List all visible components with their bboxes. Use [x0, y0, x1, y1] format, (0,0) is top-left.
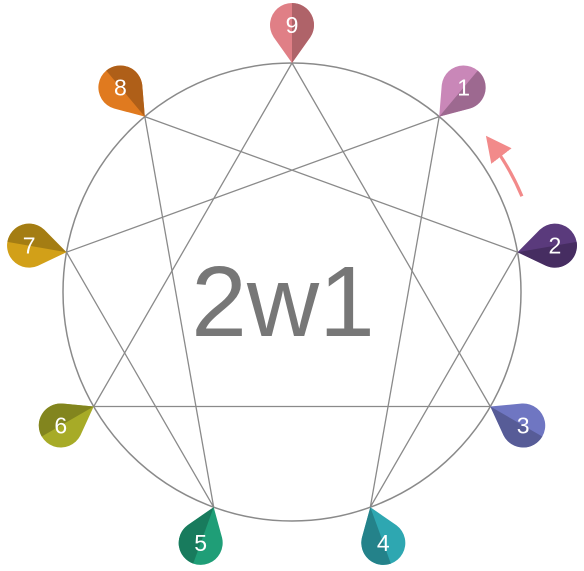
type-pin-8: 8 [98, 65, 145, 117]
type-number-label: 5 [194, 530, 207, 556]
pin-shade [292, 3, 314, 63]
pin-shade [490, 406, 543, 448]
pin-shade [439, 70, 486, 117]
type-pin-4: 4 [361, 507, 406, 565]
pin-shade [106, 65, 145, 117]
type-pin-5: 5 [178, 507, 223, 565]
type-pin-7: 7 [7, 223, 67, 268]
type-pin-2: 2 [517, 223, 577, 268]
pin-shade [517, 241, 577, 268]
type-pin-6: 6 [38, 403, 94, 448]
inner-hexad [65, 115, 519, 508]
type-number-label: 7 [23, 233, 36, 259]
type-pin-9: 9 [270, 2, 315, 64]
type-number-label: 3 [517, 413, 530, 439]
type-pins: 1 2 3 4 5 6 7 8 9 [7, 2, 577, 565]
pin-shade [7, 223, 67, 253]
type-number-label: 4 [377, 530, 390, 556]
pin-shade [38, 403, 94, 437]
enneagram-lines [65, 62, 519, 508]
wing-arrow [485, 135, 524, 197]
type-number-label: 8 [114, 75, 127, 101]
type-number-label: 6 [54, 413, 67, 439]
inner-triangle [93, 62, 491, 408]
type-pin-3: 3 [490, 403, 546, 448]
type-pin-1: 1 [439, 65, 486, 117]
type-number-label: 9 [286, 12, 299, 38]
type-wing-label: 2w1 [191, 246, 374, 358]
pin-shade [178, 507, 214, 564]
pin-shade [361, 507, 391, 565]
type-number-label: 2 [549, 233, 562, 259]
type-number-label: 1 [457, 75, 470, 101]
